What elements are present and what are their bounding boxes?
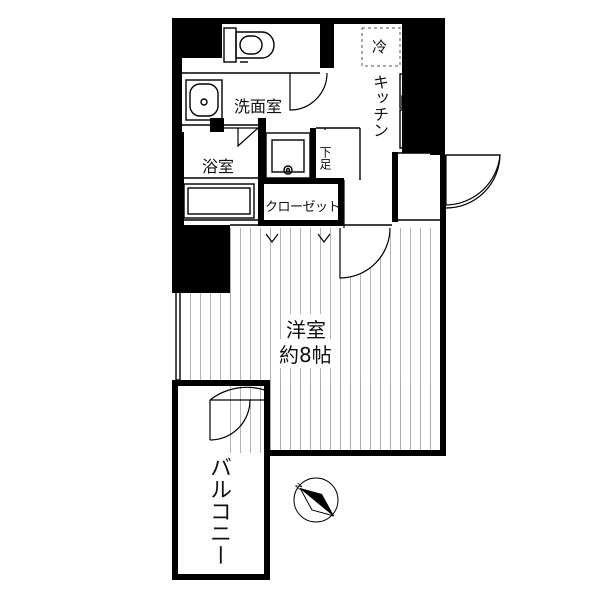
shoebox-label: 下足 [318, 146, 332, 170]
washbasin-icon [185, 79, 223, 121]
closet-label: クローゼット [265, 200, 341, 215]
refrigerator-label: 冷 [372, 38, 388, 56]
stove-icon [399, 73, 435, 109]
bathroom-label: 浴室 [202, 157, 235, 176]
western-room-door-clear [340, 228, 390, 278]
kitchen-sink-icon [399, 109, 435, 149]
thin-lines [175, 72, 446, 381]
bathtub-icon [183, 183, 255, 219]
doors [209, 72, 501, 441]
toilet-icon [223, 27, 275, 63]
balcony-label: バルコニー [206, 456, 231, 566]
western-room-size: 約8帖 [277, 339, 334, 368]
refrigerator-space [361, 27, 401, 67]
washroom-label: 洗面室 [234, 97, 283, 116]
walls [172, 18, 446, 580]
western-room-floor-bottom [268, 382, 445, 454]
washing-machine-icon [265, 132, 311, 179]
entrance-door [445, 154, 501, 209]
western-room-floor-left [178, 290, 233, 382]
western-room-label: 洋室 [284, 314, 328, 343]
kitchen-label: キッチン [370, 74, 389, 138]
compass-icon [293, 477, 339, 523]
